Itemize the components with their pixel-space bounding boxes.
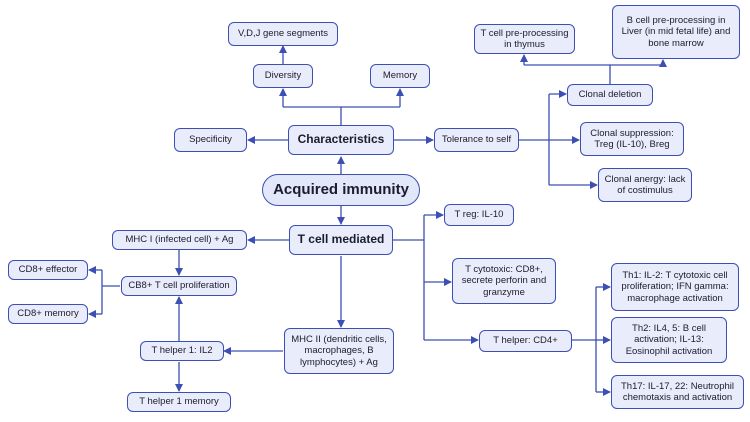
th17-node: Th17: IL-17, 22: Neutrophil chemotaxis a… xyxy=(611,375,744,409)
t-helper1-node: T helper 1: IL2 xyxy=(140,341,224,361)
mhc1-node: MHC I (infected cell) + Ag xyxy=(112,230,247,250)
memory-node: Memory xyxy=(370,64,430,88)
clonal-anergy-node: Clonal anergy: lack of costimulus xyxy=(598,168,692,202)
th1-node: Th1: IL-2: T cytotoxic cell proliferatio… xyxy=(611,263,739,311)
mhc2-node: MHC II (dendritic cells, macrophages, B … xyxy=(284,328,394,374)
clonal-suppression-node: Clonal suppression: Treg (IL-10), Breg xyxy=(580,122,684,156)
vdj-segments-node: V,D,J gene segments xyxy=(228,22,338,46)
t-cell-preprocessing-node: T cell pre-processing in thymus xyxy=(474,24,575,54)
cd8-proliferation-node: CB8+ T cell proliferation xyxy=(121,276,237,296)
t-helper-node: T helper: CD4+ xyxy=(479,330,572,352)
diversity-node: Diversity xyxy=(253,64,313,88)
cd8-memory-node: CD8+ memory xyxy=(8,304,88,324)
tolerance-to-self-node: Tolerance to self xyxy=(434,128,519,152)
t-helper1-memory-node: T helper 1 memory xyxy=(127,392,231,412)
acquired-immunity-node: Acquired immunity xyxy=(262,174,420,206)
specificity-node: Specificity xyxy=(174,128,247,152)
b-cell-preprocessing-node: B cell pre-processing in Liver (in mid f… xyxy=(612,5,740,59)
cd8-effector-node: CD8+ effector xyxy=(8,260,88,280)
edge-char-up xyxy=(283,106,342,125)
characteristics-node: Characteristics xyxy=(288,125,394,155)
t-reg-node: T reg: IL-10 xyxy=(444,204,514,226)
th2-node: Th2: IL4, 5: B cell activation; IL-13: E… xyxy=(611,317,727,363)
t-cell-mediated-node: T cell mediated xyxy=(289,225,393,255)
clonal-deletion-node: Clonal deletion xyxy=(567,84,653,106)
edge-deletion-up xyxy=(524,64,611,84)
t-cytotoxic-node: T cytotoxic: CD8+, secrete perforin and … xyxy=(452,258,556,304)
